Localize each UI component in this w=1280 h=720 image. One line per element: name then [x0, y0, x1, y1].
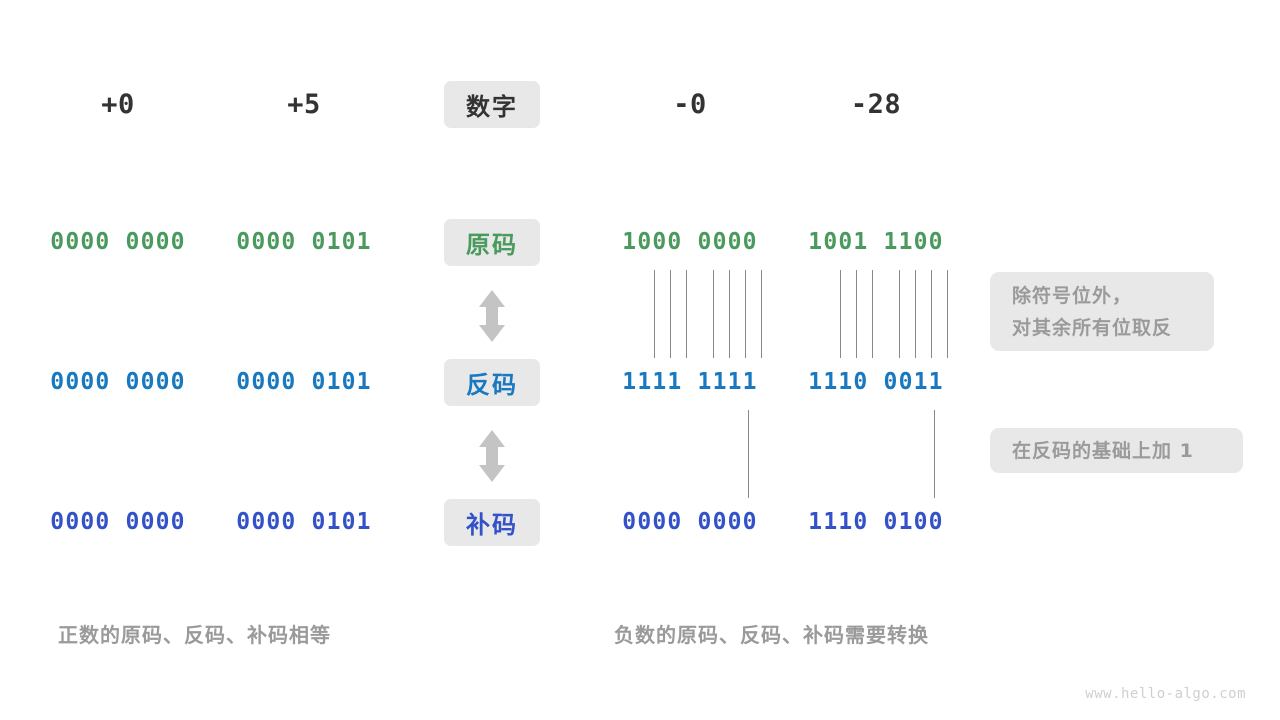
row-label-number: 数字 [444, 81, 540, 128]
connector-tick [670, 270, 671, 358]
connector-tick [729, 270, 730, 358]
note-invert-bits: 除符号位外， 对其余所有位取反 [990, 272, 1214, 351]
double-arrow-vertical-icon-top [473, 288, 511, 344]
sign-magnitude-plus-zero: 0000 0000 [50, 229, 186, 255]
row-label-sign-magnitude: 原码 [444, 219, 540, 266]
connector-tick [899, 270, 900, 358]
twos-complement-plus-five: 0000 0101 [236, 509, 372, 535]
twos-complement-minus-twentyeight: 1110 0100 [808, 509, 944, 535]
note-invert-bits-line1: 除符号位外， [1012, 284, 1133, 307]
header-minus-twentyeight: -28 [850, 88, 902, 120]
ones-complement-plus-zero: 0000 0000 [50, 369, 186, 395]
header-plus-five: +5 [287, 88, 321, 120]
row-label-ones-complement: 反码 [444, 359, 540, 406]
sign-magnitude-minus-zero: 1000 0000 [622, 229, 758, 255]
header-minus-zero: -0 [673, 88, 707, 120]
sign-magnitude-plus-five: 0000 0101 [236, 229, 372, 255]
connector-tick [915, 270, 916, 358]
row-label-twos-complement: 补码 [444, 499, 540, 546]
caption-positive: 正数的原码、反码、补码相等 [58, 623, 331, 647]
connector-tick [934, 410, 935, 498]
connector-tick [947, 270, 948, 358]
connector-tick [840, 270, 841, 358]
twos-complement-minus-zero: 0000 0000 [622, 509, 758, 535]
connector-tick [745, 270, 746, 358]
connector-tick [856, 270, 857, 358]
connector-tick [872, 270, 873, 358]
double-arrow-vertical-icon-bottom [473, 428, 511, 484]
ones-complement-minus-twentyeight: 1110 0011 [808, 369, 944, 395]
caption-negative: 负数的原码、反码、补码需要转换 [614, 623, 929, 647]
connector-tick [686, 270, 687, 358]
connector-tick [654, 270, 655, 358]
header-plus-zero: +0 [101, 88, 135, 120]
note-add-one-text: 在反码的基础上加 1 [1012, 439, 1194, 462]
note-add-one: 在反码的基础上加 1 [990, 428, 1243, 473]
connector-tick [748, 410, 749, 498]
watermark: www.hello-algo.com [1085, 686, 1246, 702]
ones-complement-plus-five: 0000 0101 [236, 369, 372, 395]
ones-complement-minus-zero: 1111 1111 [622, 369, 758, 395]
note-invert-bits-line2: 对其余所有位取反 [1012, 316, 1173, 339]
connector-tick [761, 270, 762, 358]
connector-tick [931, 270, 932, 358]
sign-magnitude-minus-twentyeight: 1001 1100 [808, 229, 944, 255]
twos-complement-plus-zero: 0000 0000 [50, 509, 186, 535]
connector-tick [713, 270, 714, 358]
